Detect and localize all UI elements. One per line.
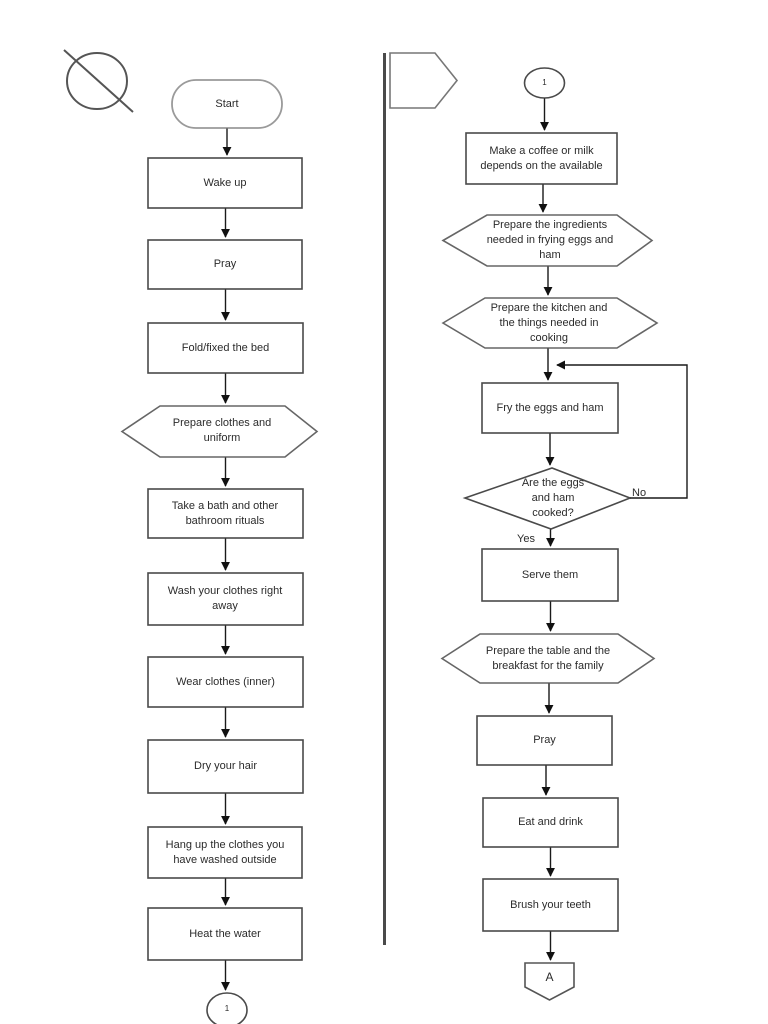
process-make-coffee-shape xyxy=(465,132,618,185)
preparation-table-shape xyxy=(440,633,656,684)
process-wear-clothes-shape xyxy=(147,656,304,708)
process-take-bath-shape xyxy=(147,488,304,539)
process-hang-clothes-shape xyxy=(147,826,303,879)
connector-1-bottom-shape xyxy=(206,992,248,1024)
process-heat-water-shape xyxy=(147,907,303,961)
process-fold-bed-shape xyxy=(147,322,304,374)
process-pray-2-shape xyxy=(476,715,613,766)
process-eat-drink-shape xyxy=(482,797,619,848)
process-pray-shape xyxy=(147,239,303,290)
preparation-clothes-shape xyxy=(120,405,319,458)
process-wash-clothes-shape xyxy=(147,572,304,626)
terminator-start-shape xyxy=(171,79,283,129)
process-brush-teeth-shape xyxy=(482,878,619,932)
offpage-connector-pentagon-icon xyxy=(389,52,459,109)
decision-eggs-cooked-shape xyxy=(462,467,633,530)
no-symbol-circle-slash-icon xyxy=(63,49,134,113)
preparation-kitchen-shape xyxy=(441,297,659,349)
preparation-ingredients-shape xyxy=(441,214,654,267)
process-wake-up-shape xyxy=(147,157,303,209)
offpage-connector-a-shape xyxy=(524,962,575,1001)
left-flow-arrows xyxy=(221,128,232,991)
process-dry-hair-shape xyxy=(147,739,304,794)
process-fry-shape xyxy=(481,382,619,434)
connector-1-top-shape xyxy=(523,67,566,99)
no-loop-arrow xyxy=(556,360,688,499)
process-serve-shape xyxy=(481,548,619,602)
right-flow-arrows xyxy=(538,98,688,961)
